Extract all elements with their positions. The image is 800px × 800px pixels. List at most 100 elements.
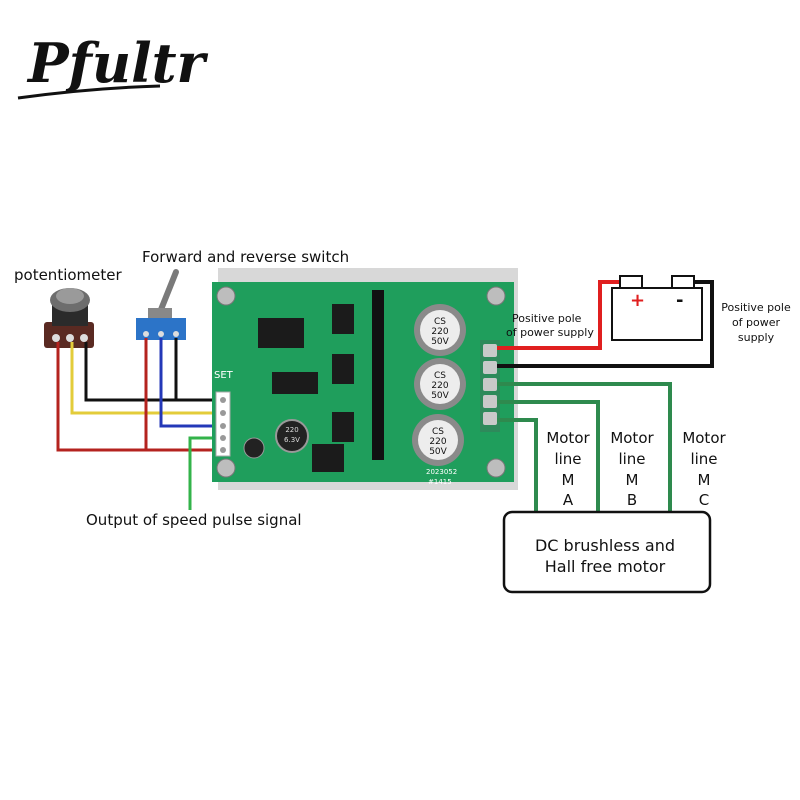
battery-terminal-negative xyxy=(671,275,695,289)
wire-power-negative xyxy=(497,280,714,368)
wire-red-pot xyxy=(56,342,222,452)
small-capacitor-2 xyxy=(243,437,265,459)
motor-box-outline xyxy=(502,510,712,594)
signal-pin-2 xyxy=(220,410,226,416)
chip-driver xyxy=(258,318,304,348)
power-wires xyxy=(497,280,714,368)
capacitor-2-value: 220 xyxy=(431,381,448,391)
mount-screw-tl xyxy=(216,286,236,306)
positive-pole-label-line-1: Positive pole xyxy=(512,312,582,325)
mount-screw-bl xyxy=(216,458,236,478)
capacitor-1-voltage: 50V xyxy=(431,337,449,347)
motor-a-line-2: line xyxy=(554,450,581,468)
motor-b-line-1: Motor xyxy=(610,429,654,447)
capacitor-1-value: 220 xyxy=(431,327,448,337)
motor-line-b-label: Motor line M B xyxy=(610,429,654,509)
motor-a-line-3: M xyxy=(562,471,575,489)
signal-pin-1 xyxy=(220,397,226,403)
small-capacitor-value: 220 xyxy=(285,426,298,434)
wire-motor-a xyxy=(497,418,538,512)
positive-pole-right-line-3: supply xyxy=(738,331,775,344)
terminal-5 xyxy=(483,412,497,425)
motor-line-c-label: Motor line M C xyxy=(682,429,726,509)
battery-minus-sign: - xyxy=(676,290,683,311)
wire-power-positive xyxy=(497,280,628,350)
signal-pin-3 xyxy=(220,423,226,429)
wire-motor-b xyxy=(497,400,600,512)
terminal-1 xyxy=(483,344,497,357)
part-code: #1415 xyxy=(428,478,452,486)
mount-screw-br xyxy=(486,458,506,478)
motor-b-line-4: B xyxy=(627,491,637,509)
wire-motor-c xyxy=(497,382,672,512)
potentiometer-pin-3 xyxy=(80,334,88,342)
switch-pin-1 xyxy=(143,331,149,337)
motor-line-a-label: Motor line M A xyxy=(546,429,590,509)
small-capacitor-body xyxy=(275,419,309,453)
wire-blue-switch xyxy=(159,338,222,428)
wire-black-pot xyxy=(84,342,222,402)
capacitor-2-top xyxy=(420,364,460,404)
motor-c-line-4: C xyxy=(699,491,709,509)
motor-c-line-3: M xyxy=(698,471,711,489)
motor-b-line-3: M xyxy=(626,471,639,489)
terminal-2 xyxy=(483,361,497,374)
potentiometer-shaft xyxy=(56,288,84,304)
motor-a-line-4: A xyxy=(563,491,574,509)
speed-pulse-label: Output of speed pulse signal xyxy=(86,511,302,529)
potentiometer xyxy=(44,288,94,348)
capacitor-1-label: CS xyxy=(434,317,446,327)
capacitor-2-voltage: 50V xyxy=(431,391,449,401)
motor-box-line-1: DC brushless and xyxy=(535,536,675,555)
motor-c-line-1: Motor xyxy=(682,429,726,447)
capacitor-3-voltage: 50V xyxy=(429,447,447,457)
signal-pin-4 xyxy=(220,435,226,441)
switch-pin-2 xyxy=(158,331,164,337)
brand-logo: Pfultr xyxy=(17,31,209,100)
battery-plus-sign: + xyxy=(630,290,645,311)
wire-green-pulse xyxy=(188,436,222,510)
positive-pole-label-line-2: of power supply xyxy=(506,326,594,339)
battery: + - xyxy=(611,275,703,341)
capacitor-3-top xyxy=(418,420,458,460)
terminal-3 xyxy=(483,378,497,391)
motor-c-line-2: line xyxy=(690,450,717,468)
potentiometer-pin-1 xyxy=(52,334,60,342)
motor-box: DC brushless and Hall free motor xyxy=(502,510,712,594)
terminal-4 xyxy=(483,395,497,408)
switch-lever xyxy=(157,269,179,315)
mosfet-1 xyxy=(332,304,354,334)
small-capacitor-voltage: 6.3V xyxy=(284,436,300,444)
switch-nut xyxy=(148,308,172,320)
heatsink-bar xyxy=(372,290,384,460)
logo-underline xyxy=(17,84,161,100)
controller-board: 220 6.3V CS 220 50V CS 220 50V CS 220 50… xyxy=(212,268,518,490)
motor-box-line-2: Hall free motor xyxy=(545,557,666,576)
capacitor-1-top xyxy=(420,310,460,350)
mosfet-2 xyxy=(332,354,354,384)
switch-pin-3 xyxy=(173,331,179,337)
positive-pole-right-line-1: Positive pole xyxy=(721,301,791,314)
control-wires xyxy=(56,338,222,510)
switch-label: Forward and reverse switch xyxy=(142,248,349,266)
motor-a-line-1: Motor xyxy=(546,429,590,447)
potentiometer-label: potentiometer xyxy=(14,266,122,284)
capacitor-2-label: CS xyxy=(434,371,446,381)
set-label: SET xyxy=(214,370,234,381)
potentiometer-pin-2 xyxy=(66,334,74,342)
capacitor-3-value: 220 xyxy=(429,437,446,447)
positive-pole-right-line-2: of power xyxy=(732,316,781,329)
motor-wires xyxy=(497,382,672,512)
small-capacitor: 220 6.3V xyxy=(275,419,309,453)
date-code: 2023052 xyxy=(426,468,457,476)
forward-reverse-switch xyxy=(136,269,186,340)
logo-text: Pfultr xyxy=(26,31,209,95)
capacitor-2: CS 220 50V xyxy=(414,358,466,410)
capacitor-3-label: CS xyxy=(432,427,444,437)
battery-body xyxy=(611,287,703,341)
battery-terminal-positive xyxy=(619,275,643,289)
signal-pin-5 xyxy=(220,447,226,453)
mount-screw-tr xyxy=(486,286,506,306)
motor-b-line-2: line xyxy=(618,450,645,468)
